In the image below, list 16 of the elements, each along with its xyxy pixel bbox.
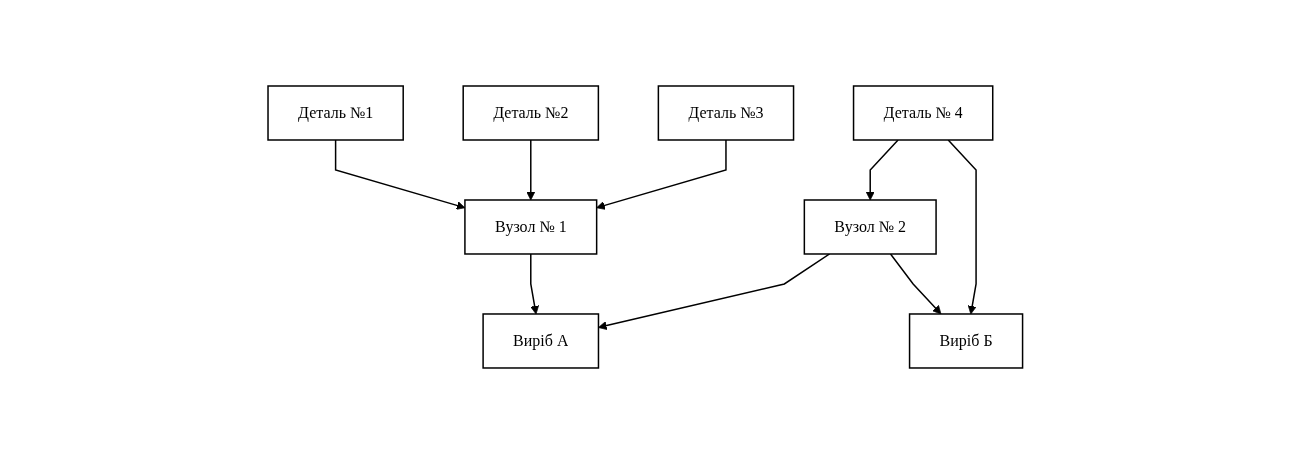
arrow: [530, 253, 540, 315]
node-box: Виріб Б: [909, 313, 1024, 369]
node-box: Виріб А: [482, 313, 600, 369]
node-box: Вузол № 1: [464, 199, 598, 255]
arrow: [526, 139, 536, 201]
node-box: Деталь №3: [657, 85, 795, 141]
arrow: [947, 139, 977, 315]
arrow: [890, 253, 942, 315]
arrow: [598, 253, 831, 330]
node-box: Деталь № 4: [853, 85, 994, 141]
arrow: [596, 139, 727, 210]
node-box: Деталь №1: [267, 85, 405, 141]
arrow: [866, 139, 899, 201]
node-box: Деталь №2: [462, 85, 600, 141]
arrow: [335, 139, 466, 210]
node-box: Вузол № 2: [803, 199, 938, 255]
